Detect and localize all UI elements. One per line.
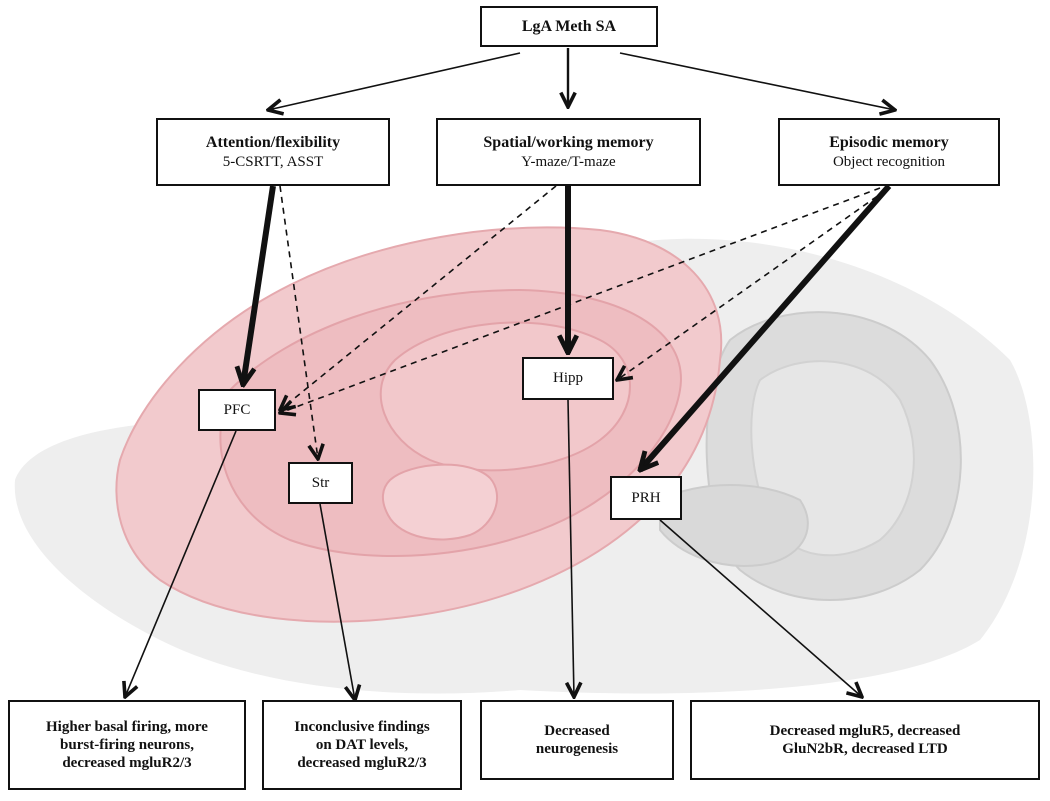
edge-attention-str [279, 185, 318, 459]
region-str-label: Str [311, 474, 330, 491]
outcome-hipp-line2: neurogenesis [535, 741, 619, 757]
edge-prh-outcome4 [659, 519, 862, 697]
edge-root-episodic [619, 52, 895, 110]
edge-attention-pfc [243, 185, 276, 385]
region-pfc: PFC [198, 389, 276, 431]
edge-root-attention [268, 52, 521, 110]
task-spatial-title: Spatial/working memory [483, 134, 654, 152]
task-spatial-subtitle: Y-maze/T-maze [521, 153, 616, 170]
outcome-str: Inconclusive findings on DAT levels, dec… [262, 700, 462, 790]
edge-spatial-pfc [280, 185, 557, 410]
outcome-pfc: Higher basal firing, more burst-firing n… [8, 700, 246, 790]
outcome-str-line3: decreased mgluR2/3 [297, 755, 427, 772]
edge-hipp-outcome3 [568, 399, 574, 697]
task-attention: Attention/flexibility 5-CSRTT, ASST [156, 118, 390, 186]
edge-episodic-hipp [617, 189, 887, 380]
edge-episodic-pfc [280, 187, 881, 413]
edge-episodic-prh [640, 184, 892, 470]
outcome-hipp-line1: Decreased [544, 722, 610, 739]
striatum-shape [382, 463, 499, 541]
task-attention-subtitle: 5-CSRTT, ASST [222, 153, 324, 170]
edge-str-outcome2 [319, 503, 355, 700]
root-label: LgA Meth SA [521, 17, 617, 35]
outcome-prh-line1: Decreased mgluR5, decreased [769, 722, 961, 739]
edge-pfc-outcome1 [125, 430, 237, 697]
task-spatial: Spatial/working memory Y-maze/T-maze [436, 118, 701, 186]
region-str: Str [288, 462, 353, 504]
region-hipp-label: Hipp [553, 370, 583, 387]
region-prh: PRH [610, 476, 682, 520]
brainstem-shape [659, 484, 809, 567]
outcome-pfc-line3: decreased mgluR2/3 [62, 755, 192, 772]
task-episodic: Episodic memory Object recognition [778, 118, 1000, 186]
outcome-str-line2: on DAT levels, [315, 736, 409, 753]
task-episodic-title: Episodic memory [829, 134, 949, 152]
outcome-pfc-line1: Higher basal firing, more [46, 718, 208, 735]
outcome-pfc-line2: burst-firing neurons, [60, 736, 194, 753]
outcome-str-line1: Inconclusive findings [294, 718, 430, 735]
outcome-prh-line2: GluN2bR, decreased LTD [782, 741, 948, 757]
task-attention-title: Attention/flexibility [205, 134, 341, 152]
outcome-prh: Decreased mgluR5, decreased GluN2bR, dec… [690, 700, 1040, 780]
region-hipp: Hipp [522, 357, 614, 400]
root-node: LgA Meth SA [480, 6, 658, 47]
task-episodic-subtitle: Object recognition [832, 153, 946, 170]
region-pfc-label: PFC [223, 401, 251, 418]
outcome-hipp: Decreased neurogenesis [480, 700, 674, 780]
region-prh-label: PRH [631, 489, 661, 506]
